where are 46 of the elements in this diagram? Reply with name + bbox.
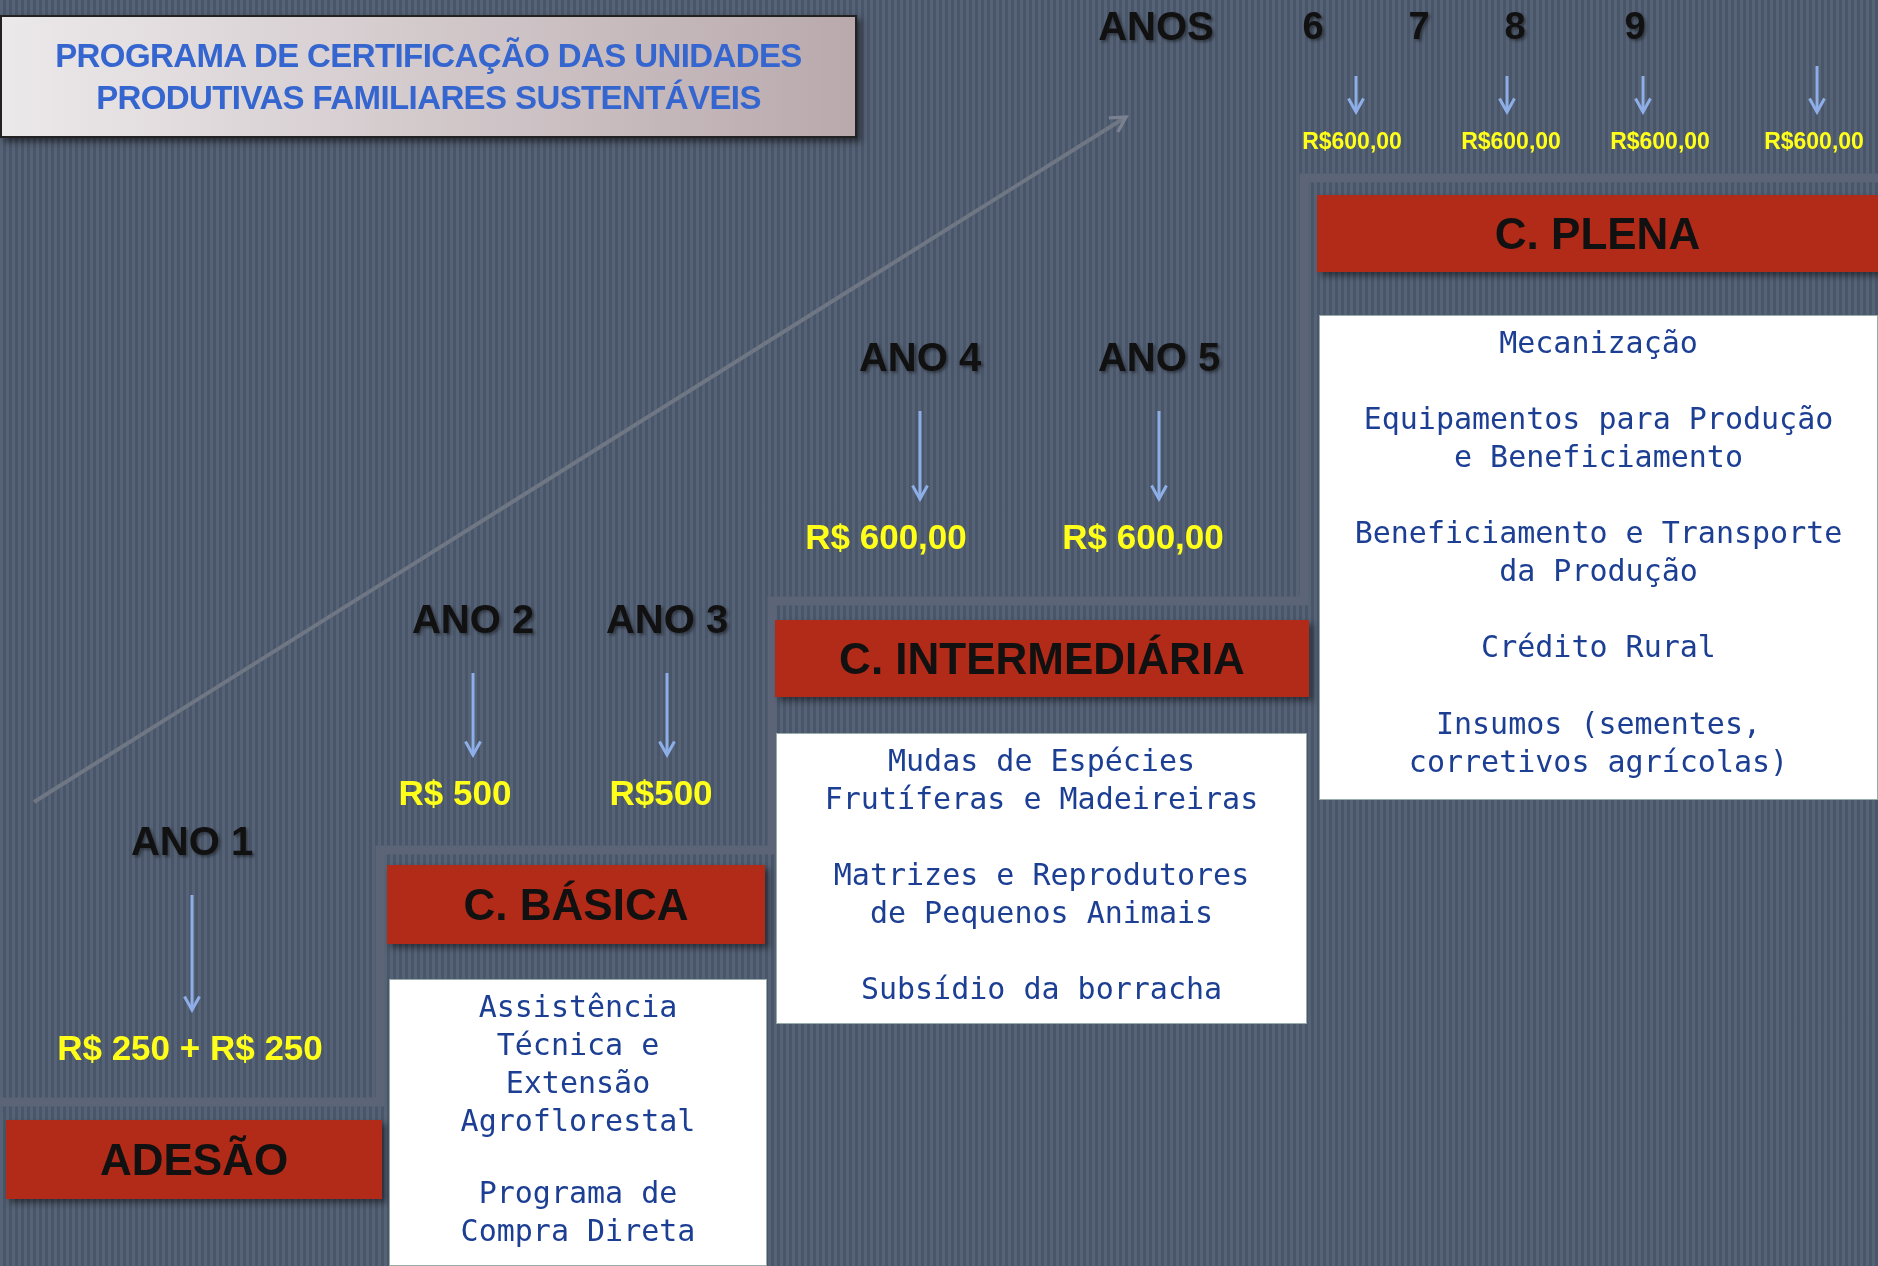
amount-label: R$ 250 + R$ 250: [20, 1022, 360, 1074]
amount-label: R$600,00: [1598, 124, 1722, 158]
amount-label: R$ 600,00: [796, 511, 976, 563]
arrow: [1150, 411, 1168, 501]
year-label: ANO 1: [112, 815, 272, 867]
arrow: [1634, 76, 1652, 114]
arrow: [464, 673, 482, 757]
year-number: 6: [1293, 4, 1333, 48]
amount-label: R$600,00: [1752, 124, 1876, 158]
benefit-item: Insumos (sementes, corretivos agrícolas): [1407, 704, 1790, 781]
benefit-item: Matrizes e Reprodutores de Pequenos Animais: [832, 856, 1251, 933]
arrow: [183, 895, 201, 1012]
benefit-item: Mecanização: [1498, 324, 1699, 362]
benefit-item: Subsídio da borracha: [859, 970, 1224, 1009]
benefit-list-box: [389, 979, 767, 1266]
year-label: ANO 5: [1079, 331, 1239, 383]
amount-label: R$600,00: [1449, 124, 1573, 158]
axis-label: ANOS: [1097, 4, 1215, 48]
arrow: [1347, 76, 1365, 114]
arrow: [911, 411, 929, 501]
year-number: 7: [1399, 4, 1439, 48]
benefit-item: Crédito Rural: [1480, 628, 1717, 667]
benefit-item: Equipamentos para Produção e Beneficiamento: [1362, 400, 1835, 477]
level-banner: C. PLENA: [1317, 195, 1878, 272]
arrow: [658, 673, 676, 757]
benefit-list-box: [1319, 315, 1878, 800]
year-label: ANO 2: [393, 593, 553, 645]
title-banner: PROGRAMA DE CERTIFICAÇÃO DAS UNIDADES PRODUTIVAS FAMILIARES SUSTENTÁVEIS: [0, 15, 857, 138]
benefit-item: Programa de Compra Direta: [459, 1174, 697, 1251]
year-number: 9: [1615, 4, 1655, 48]
amount-label: R$500: [591, 767, 731, 819]
amount-label: R$ 500: [385, 767, 525, 819]
level-banner: C. INTERMEDIÁRIA: [775, 620, 1309, 697]
level-banner: C. BÁSICA: [387, 865, 765, 944]
year-label: ANO 4: [840, 331, 1000, 383]
level-banner: ADESÃO: [6, 1120, 382, 1199]
amount-label: R$ 600,00: [1053, 511, 1233, 563]
amount-label: R$600,00: [1290, 124, 1414, 158]
benefit-list-box: [776, 733, 1307, 1024]
arrow: [1498, 76, 1516, 114]
benefit-item: Mudas de Espécies Frutíferas e Madeireiras: [823, 742, 1260, 819]
arrow: [1808, 66, 1826, 114]
benefit-item: Beneficiamento e Transporte da Produção: [1353, 514, 1844, 591]
year-number: 8: [1495, 4, 1535, 48]
year-label: ANO 3: [587, 593, 747, 645]
benefit-item: Assistência Técnica e Extensão Agroflorestal: [459, 988, 697, 1141]
